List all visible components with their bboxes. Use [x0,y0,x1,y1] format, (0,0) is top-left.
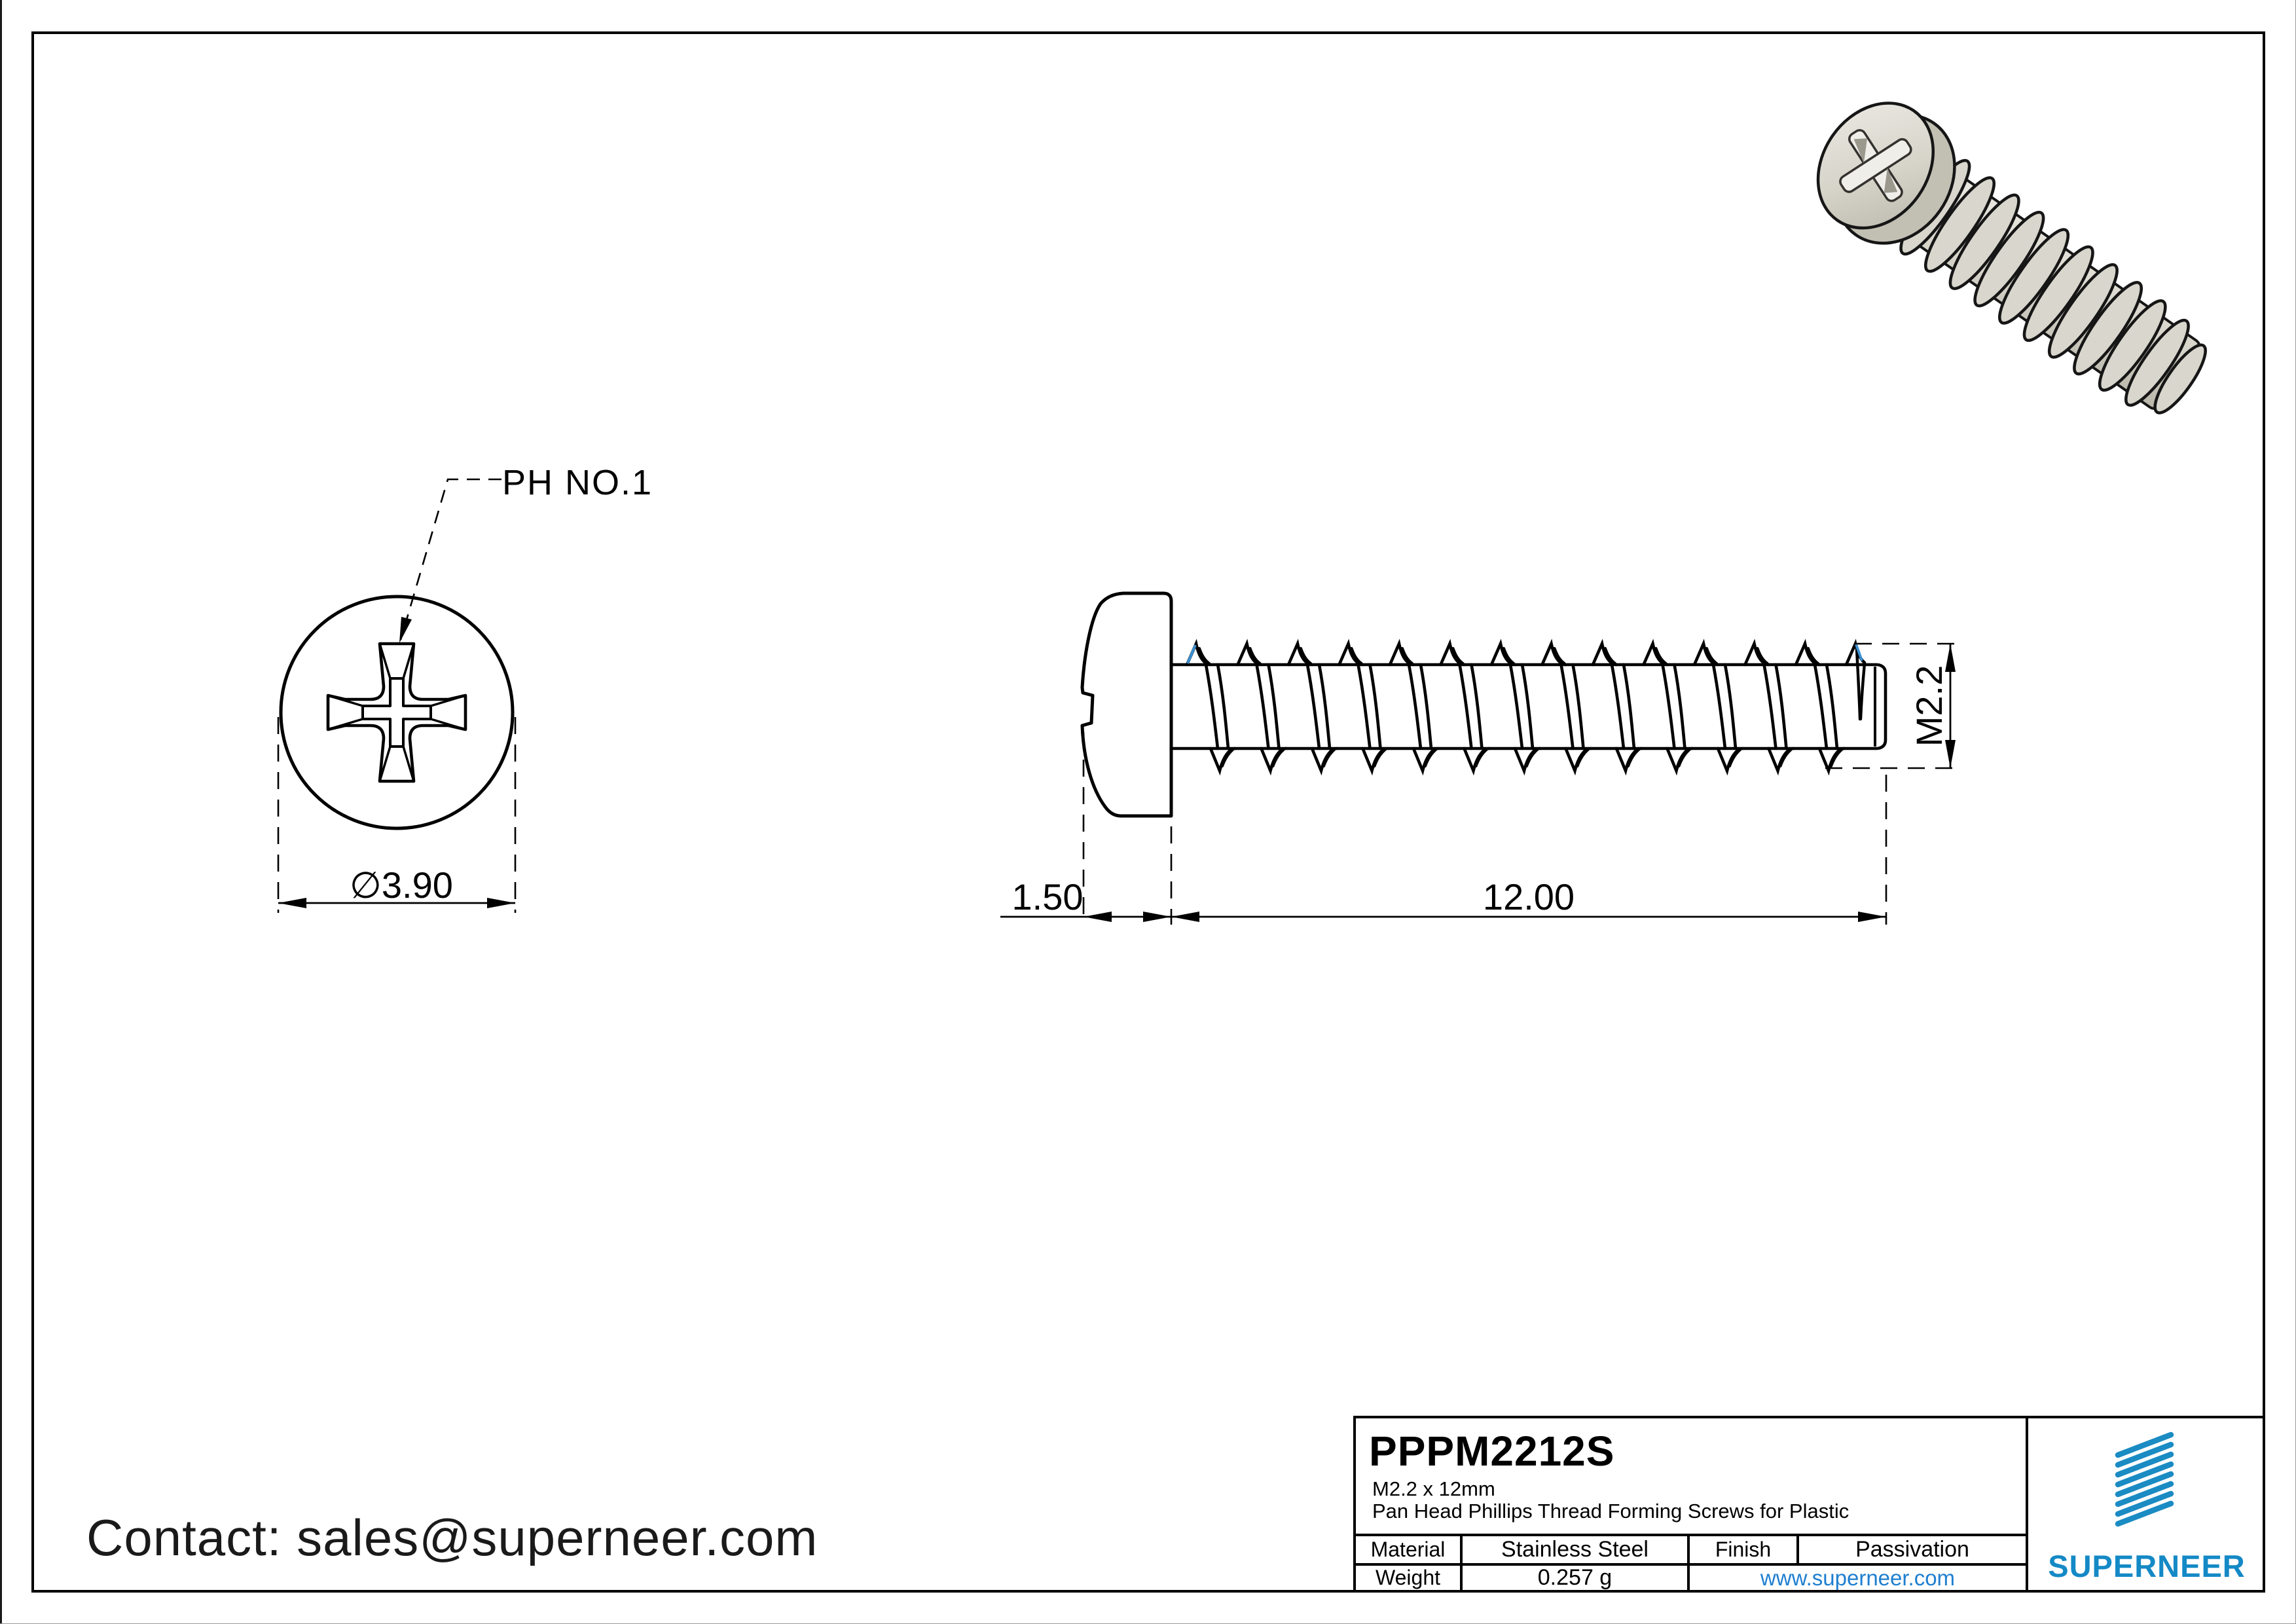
length-dimensions: 1.50 12.00 [1000,732,1887,925]
blue-flank-end [1855,644,1863,661]
finish-value: Passivation [1796,1534,2026,1563]
material-label: Material [1356,1534,1460,1563]
thread-size-label: M2.2 [1908,665,1950,747]
ph-leader [399,478,501,643]
weight-label: Weight [1356,1563,1460,1590]
phillips-wedge-lines [327,643,466,782]
website-link[interactable]: www.superneer.com [1687,1563,2026,1590]
screw-head-3d [1816,101,1956,245]
part-size: M2.2 x 12mm [1372,1477,1495,1500]
side-view: 1.50 12.00 M2.2 [1000,591,1961,925]
contact-line: Contact: sales@superneer.com [86,1509,818,1566]
part-description: Pan Head Phillips Thread Forming Screws … [1372,1500,1850,1522]
thread-runout [1844,638,1867,721]
phillips-3d [1839,129,1912,202]
title-block: PPPM2212S M2.2 x 12mm Pan Head Phillips … [1353,1416,2265,1593]
page-edge-left [0,0,2,1624]
diameter-dimension: ∅3.90 [277,717,517,913]
thread-dimension: M2.2 [1825,642,1961,769]
drawing-border-frame [31,31,2265,1593]
finish-label: Finish [1687,1534,1796,1563]
head-profile [1080,591,1173,818]
material-value: Stainless Steel [1460,1534,1687,1563]
thread-pattern [1186,638,1867,771]
shaft-end-face [1877,663,1887,750]
brand-cell: SUPERNEER [2026,1418,2265,1590]
title-block-header: PPPM2212S M2.2 x 12mm Pan Head Phillips … [1356,1418,2026,1534]
leader-arrowhead [399,617,412,643]
blue-flank-start [1186,644,1197,664]
head-height-label: 1.50 [1012,876,1084,917]
length-label: 12.00 [1483,876,1575,917]
superneer-logo-icon [2115,1431,2174,1527]
front-view: PH NO.1 ∅3.90 [277,463,653,913]
diameter-label: ∅3.90 [350,864,453,906]
brand-name: SUPERNEER [2048,1549,2246,1583]
part-number: PPPM2212S [1369,1428,1615,1475]
ph-label: PH NO.1 [502,463,653,502]
weight-value: 0.257 g [1460,1563,1687,1590]
screw-3d-render [1816,101,2207,415]
